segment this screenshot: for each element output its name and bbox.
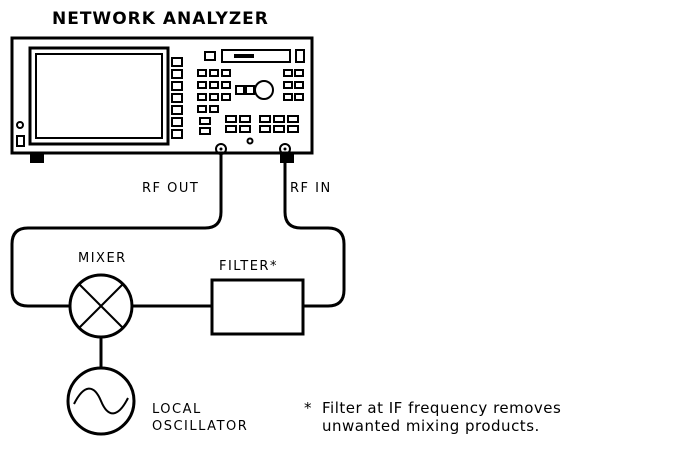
disk-slot-icon	[16, 135, 25, 147]
footnote-line1: Filter at IF frequency removes	[322, 399, 561, 417]
display-window-mark	[234, 54, 254, 58]
footnote-line2: unwanted mixing products.	[322, 417, 540, 435]
analyzer-foot-left	[30, 153, 44, 163]
oscillator-label-line2: OSCILLATOR	[152, 419, 248, 434]
lower-keys	[199, 115, 299, 135]
analyzer-screen	[28, 46, 170, 146]
analyzer-foot-right	[280, 153, 294, 163]
probe-power-icon	[246, 137, 254, 145]
filter-box	[210, 278, 305, 336]
top-right-key	[295, 49, 305, 63]
rf-in-port-center	[283, 147, 287, 151]
display-window	[221, 49, 291, 63]
rf-out-label: RF OUT	[142, 181, 199, 196]
analyzer-title: NETWORK ANALYZER	[52, 9, 269, 29]
keypad	[197, 69, 231, 113]
rpg-knob-icon	[254, 80, 274, 100]
rf-out-port-center	[219, 147, 223, 151]
network-analyzer	[10, 36, 314, 163]
softkey-column	[171, 57, 183, 139]
local-oscillator-icon	[66, 366, 136, 436]
top-key	[204, 51, 216, 61]
analyzer-screen-inner	[35, 53, 163, 139]
rf-in-label: RF IN	[290, 181, 332, 196]
power-switch-icon	[16, 121, 24, 129]
oscillator-label-line1: LOCAL	[152, 402, 202, 417]
filter-label: FILTER*	[219, 259, 278, 274]
mixer-symbol-icon	[68, 273, 134, 339]
filter-to-rf-in-cable	[283, 154, 346, 308]
rf-out-cable	[10, 154, 223, 308]
right-keys	[283, 69, 304, 101]
footnote-star: *	[304, 399, 312, 417]
analyzer-body	[10, 36, 314, 155]
entry-keys	[235, 85, 255, 95]
mixer-label: MIXER	[78, 251, 127, 266]
